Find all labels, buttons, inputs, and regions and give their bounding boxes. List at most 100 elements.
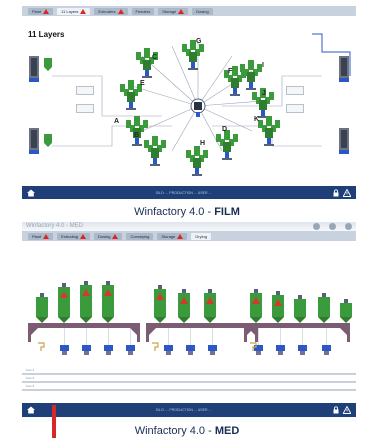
help-icon[interactable] (313, 223, 320, 230)
med-dryer[interactable] (322, 328, 331, 355)
layers-title: 11 Layers (28, 30, 65, 39)
station-J[interactable] (248, 86, 278, 120)
left-hopper-2[interactable] (42, 134, 54, 148)
med-tab-bar: Plant Extruding Dosing Conveying Storage Dryi… (22, 231, 356, 241)
station-A[interactable] (122, 114, 152, 148)
film-plant-diagram: 11 Layers (22, 16, 356, 186)
med-hopper[interactable] (154, 285, 166, 323)
film-tab-4[interactable]: Storage (158, 7, 189, 15)
med-hopper[interactable] (36, 293, 48, 323)
med-tab-4[interactable]: Storage (157, 232, 188, 240)
station-I[interactable] (236, 58, 266, 92)
station-label-K: K (254, 116, 260, 123)
film-tab-5[interactable]: Dosing (192, 7, 213, 15)
med-hopper[interactable] (58, 283, 70, 323)
film-status-bar: SILO: ... PRODUCTION ... USER ... (22, 186, 356, 199)
close-icon[interactable] (345, 223, 352, 230)
med-dryer[interactable] (208, 328, 217, 355)
home-icon[interactable] (27, 406, 35, 414)
med-caption: Winfactory 4.0 - MED (0, 425, 374, 437)
med-hopper[interactable] (340, 299, 352, 323)
right-unit-1[interactable] (338, 54, 350, 84)
station-D[interactable] (212, 128, 242, 162)
med-dryer[interactable] (186, 328, 195, 355)
film-tab-1[interactable]: 11 Layers (57, 7, 91, 15)
film-tab-3[interactable]: Feeders (131, 7, 155, 15)
home-icon[interactable] (27, 189, 35, 197)
med-caption-bold: MED (214, 425, 240, 437)
med-tab-label: Storage (161, 233, 176, 239)
station-H[interactable] (182, 144, 212, 178)
med-dryer[interactable] (126, 328, 135, 355)
station-E[interactable] (116, 78, 146, 112)
station-G[interactable] (178, 38, 208, 72)
med-tab-2[interactable]: Dosing (94, 232, 123, 240)
med-tab-0[interactable]: Plant (28, 232, 54, 240)
settings-icon[interactable] (329, 223, 336, 230)
station-label-B: B (134, 132, 140, 139)
film-tab-0[interactable]: Plant (28, 7, 54, 15)
film-tab-2[interactable]: Extruders (94, 7, 128, 15)
med-tab-label: Extruding (61, 233, 79, 239)
med-frame-brace (149, 328, 156, 335)
med-dryer[interactable] (164, 328, 173, 355)
warning-icon (177, 233, 184, 239)
med-frame-brace (130, 328, 137, 335)
med-window-title: Winfactory 4.0 - MED (26, 223, 84, 229)
med-equipment (28, 281, 352, 355)
med-frame-brace (340, 328, 347, 335)
med-hopper[interactable] (250, 289, 262, 323)
med-plant-diagram: Line 1 Line 2 Line 3 (22, 241, 356, 403)
med-tap[interactable] (250, 342, 257, 351)
film-caption-prefix: Winfactory 4.0 - (134, 206, 215, 218)
med-hopper[interactable] (80, 281, 92, 323)
med-tab-1[interactable]: Extruding (57, 232, 91, 240)
med-status-bar: SILO: ... PRODUCTION ... USER ... (22, 403, 356, 417)
left-hopper-1[interactable] (42, 58, 54, 72)
film-tab-label: Plant (32, 8, 42, 14)
med-dryer[interactable] (82, 328, 91, 355)
alarm-icon[interactable] (343, 406, 351, 414)
station-label-I: I (262, 62, 264, 69)
med-tab-5[interactable]: Drying (191, 232, 211, 240)
med-frame-leg (347, 328, 350, 342)
med-dryer[interactable] (254, 328, 263, 355)
med-tab-3[interactable]: Conveying (126, 232, 154, 240)
med-hopper[interactable] (272, 291, 284, 323)
left-unit-2[interactable] (28, 126, 40, 156)
med-tab-label: Dosing (98, 233, 111, 239)
extrusion-hub[interactable] (188, 96, 208, 118)
station-C[interactable] (132, 46, 162, 80)
med-dryer[interactable] (60, 328, 69, 355)
med-row-label-3: Line 3 (26, 384, 35, 388)
med-hopper[interactable] (318, 293, 330, 323)
med-status-text: SILO: ... PRODUCTION ... USER ... (155, 408, 212, 412)
med-dryer[interactable] (276, 328, 285, 355)
film-tab-label: Dosing (196, 8, 209, 14)
station-B[interactable] (140, 134, 170, 168)
station-label-F: F (228, 68, 233, 75)
med-hopper[interactable] (102, 281, 114, 323)
right-unit-2[interactable] (338, 126, 350, 156)
med-frame-brace (247, 328, 254, 335)
med-hopper[interactable] (204, 289, 216, 323)
warning-icon (178, 8, 185, 14)
alarm-icon[interactable] (343, 188, 351, 197)
warning-icon (80, 8, 87, 14)
med-dryer[interactable] (298, 328, 307, 355)
lock-icon[interactable] (332, 406, 340, 414)
lock-icon[interactable] (332, 188, 340, 197)
med-tap[interactable] (38, 342, 45, 351)
station-K[interactable] (254, 114, 284, 148)
med-hopper[interactable] (294, 295, 306, 323)
station-F[interactable] (220, 64, 250, 98)
station-label-E: E (140, 80, 145, 87)
med-tap[interactable] (152, 342, 159, 351)
med-dryer[interactable] (104, 328, 113, 355)
med-frame-leg (146, 328, 149, 342)
med-hopper[interactable] (178, 289, 190, 323)
station-label-A: A (114, 118, 120, 125)
station-label-C: C (152, 54, 158, 61)
left-unit-1[interactable] (28, 54, 40, 84)
warning-icon (117, 8, 124, 14)
